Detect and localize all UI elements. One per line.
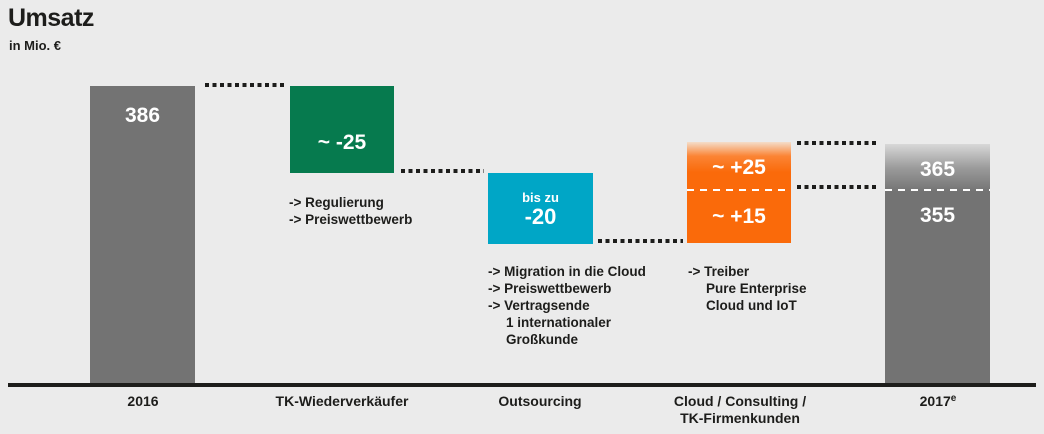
note-line: -> Vertragsende [488, 298, 590, 313]
connector-dotted-line [205, 83, 284, 87]
note-cloud-consulting: -> Treiber Pure Enterprise Cloud und IoT [688, 263, 807, 314]
bar-value-plus25: ~ +25 [712, 156, 766, 179]
bar-value-365: 365 [919, 157, 956, 181]
bar-segment-lower: 355 [885, 191, 990, 383]
connector-dotted-line [401, 169, 484, 173]
dashed-divider [687, 189, 791, 191]
note-line: 1 internationaler [506, 315, 612, 330]
x-axis-label-outsourcing: Outsourcing [498, 393, 582, 409]
estimate-superscript: e [950, 393, 957, 404]
bar-value-prefix: bis zu [522, 189, 559, 205]
bar-outsourcing-decrease: bis zu -20 [488, 173, 593, 244]
bar-segment-upper: 365 [885, 144, 990, 189]
bar-value-386: 386 [124, 104, 161, 127]
note-line: Cloud und IoT [706, 298, 797, 313]
bar-2016-total: 386 [90, 86, 195, 383]
bar-value-plus15: ~ +15 [712, 205, 766, 228]
note-line: Pure Enterprise [706, 281, 807, 296]
note-line: -> Treiber [688, 264, 750, 279]
x-axis-label-2017e: 2017e [828, 393, 1044, 412]
note-line: Großkunde [506, 332, 579, 347]
x-axis-line [8, 383, 1036, 387]
connector-dotted-line [598, 239, 683, 243]
note-line: -> Preiswettbewerb [289, 212, 413, 227]
dashed-divider [885, 189, 990, 191]
bar-value-355: 355 [919, 204, 956, 227]
bar-value-minus25: ~ -25 [317, 130, 367, 154]
bar-tk-wiederverkaeufer-decrease: ~ -25 [290, 86, 394, 173]
connector-dotted-line [797, 185, 879, 189]
bar-value-minus20: -20 [524, 203, 557, 229]
chart-unit-label: in Mio. € [9, 38, 61, 53]
bar-segment-upper: ~ +25 [687, 142, 791, 189]
x-axis-label-line: Cloud / Consulting / [673, 393, 807, 409]
connector-dotted-line [797, 141, 879, 145]
x-axis-label-year: 2017 [919, 393, 951, 409]
note-line: -> Migration in die Cloud [488, 264, 646, 279]
note-line: -> Preiswettbewerb [488, 281, 612, 296]
bar-segment-lower: ~ +15 [687, 191, 791, 243]
note-outsourcing: -> Migration in die Cloud -> Preiswettbe… [488, 263, 646, 348]
bar-cloud-consulting-increase: ~ +25 ~ +15 [687, 142, 791, 243]
x-axis-label-line: TK-Firmenkunden [680, 410, 800, 426]
x-axis-label-2016: 2016 [127, 393, 159, 409]
chart-title: Umsatz [8, 4, 94, 32]
bar-2017-total: 365 355 [885, 144, 990, 383]
x-axis-label-tk-wiederverkaeufer: TK-Wiederverkäufer [275, 393, 409, 409]
x-axis-label-cloud-consulting: Cloud / Consulting / TK-Firmenkunden [630, 393, 850, 427]
note-line: -> Regulierung [289, 195, 384, 210]
note-tk-wiederverkaeufer: -> Regulierung -> Preiswettbewerb [289, 194, 412, 228]
